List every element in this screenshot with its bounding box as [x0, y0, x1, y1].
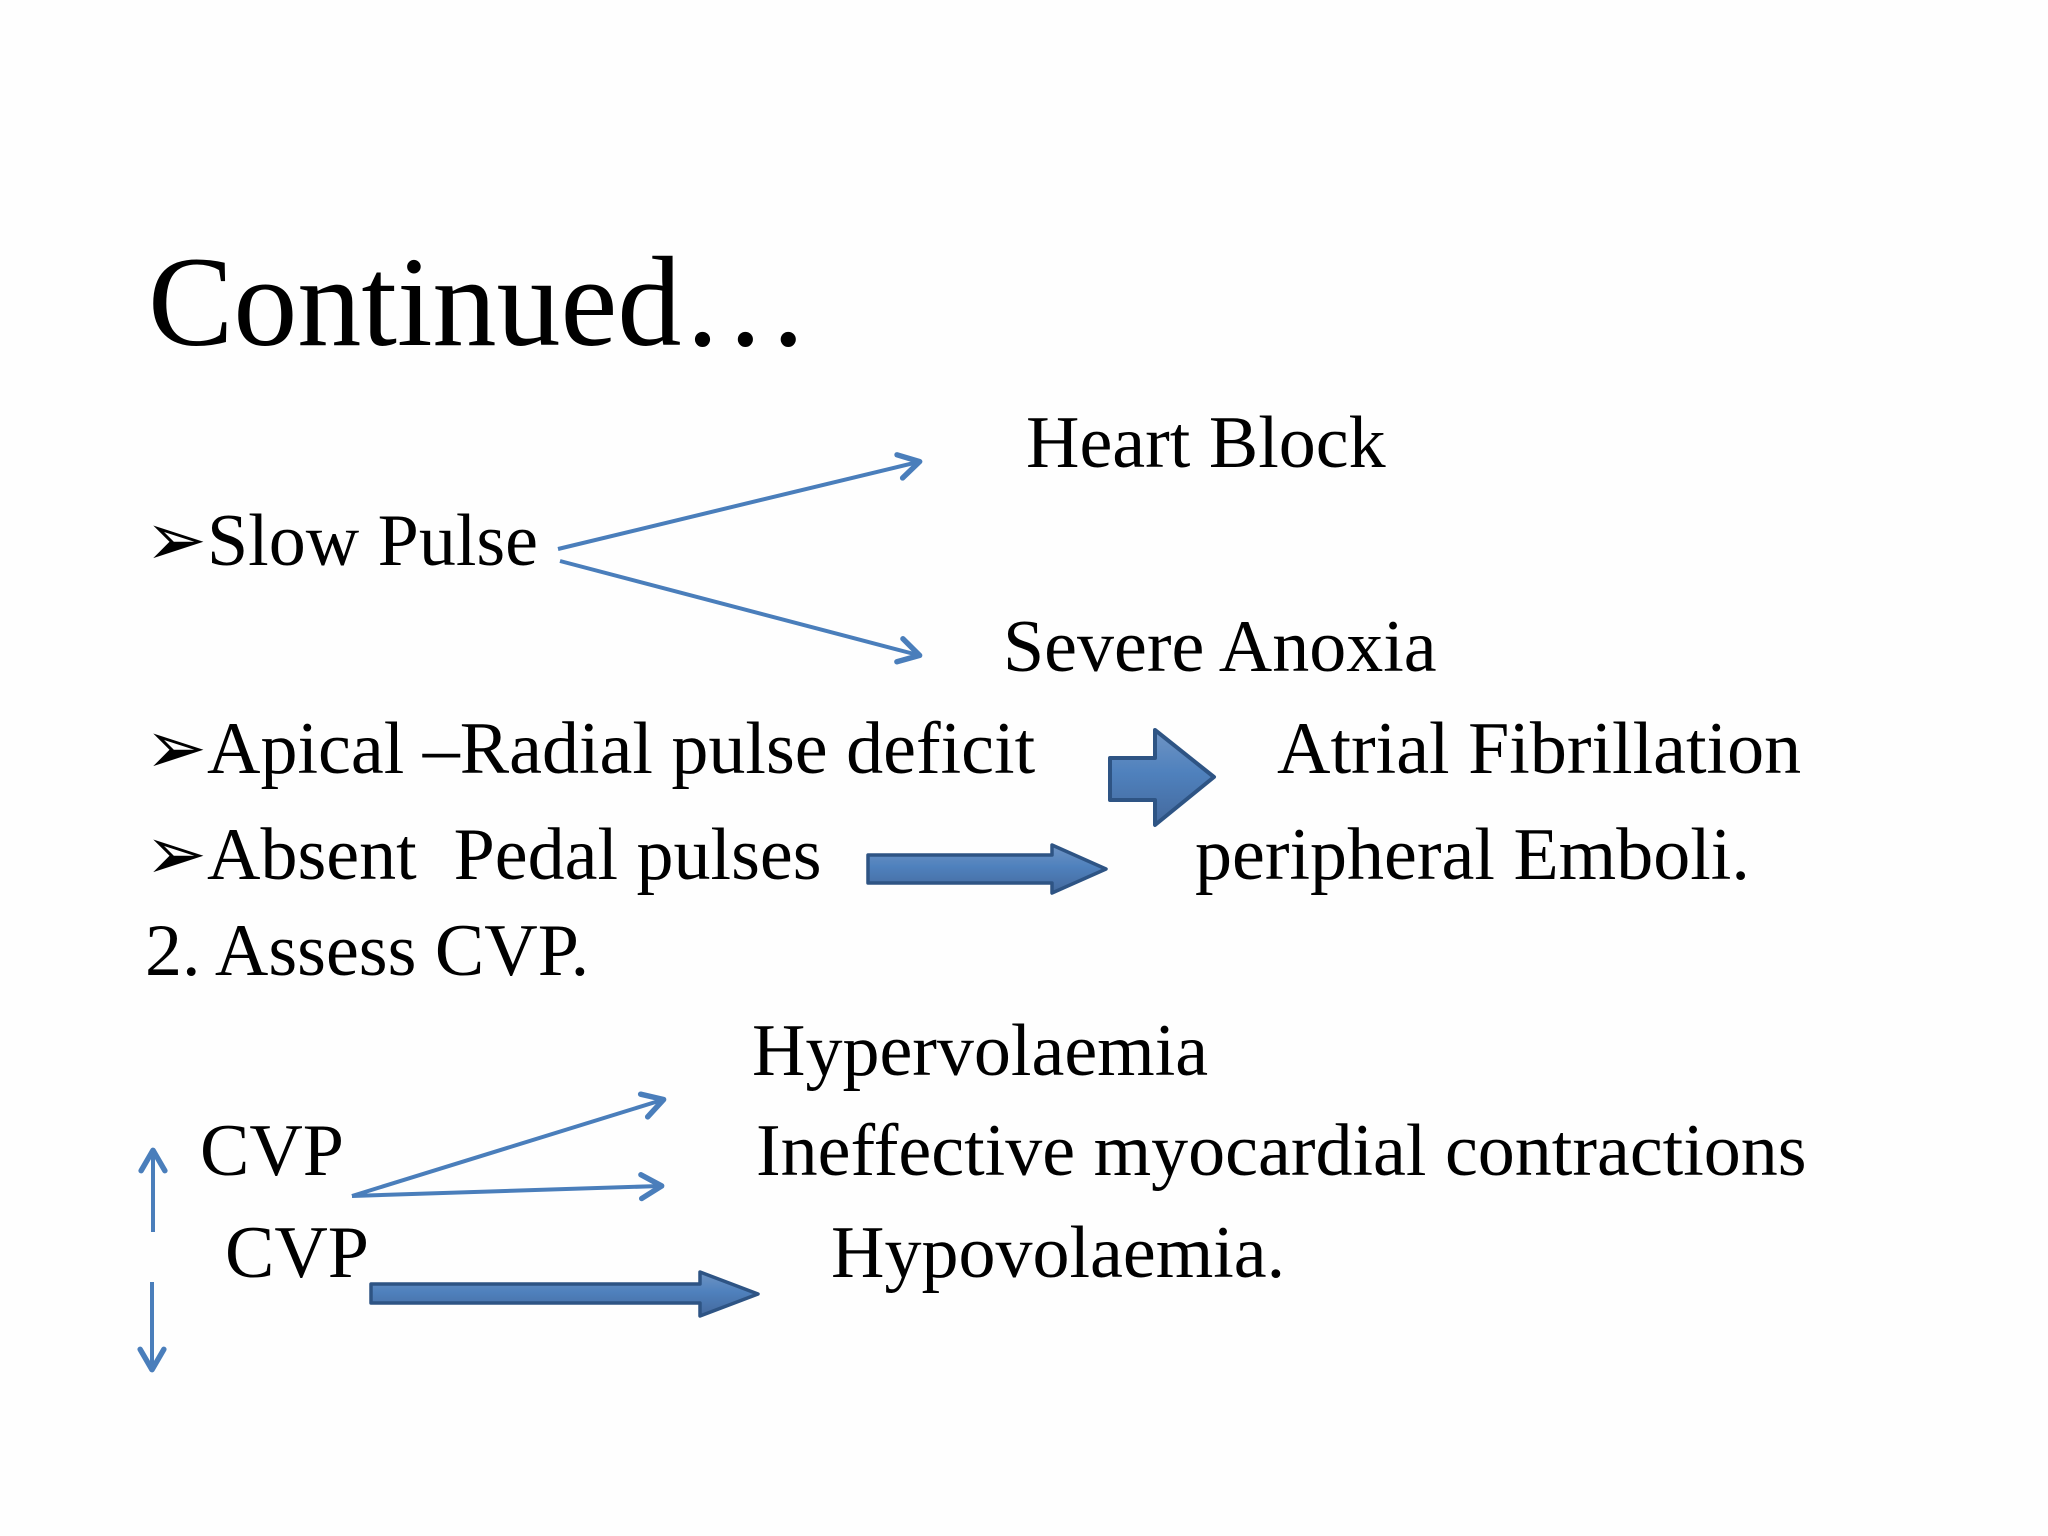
arrow-slow-pulse-to-heart-block [557, 452, 923, 551]
bullet-absent-pedal-pulses: ➢Absent Pedal pulses [145, 814, 822, 896]
item-assess-cvp: 2. Assess CVP. [145, 910, 590, 992]
slide-title: Continued… [148, 231, 810, 373]
label-cvp-raised: CVP [200, 1110, 344, 1192]
label-heart-block: Heart Block [1026, 402, 1386, 484]
arrow-cvp-to-hypovolaemia [369, 1270, 760, 1318]
label-cvp-lowered: CVP [225, 1212, 369, 1294]
arrow-cvp-to-ineffective [351, 1171, 665, 1202]
bullet-apical-radial-pulse-deficit: ➢Apical –Radial pulse deficit [145, 708, 1036, 790]
arrow-pedal-to-peripheral-emboli [866, 843, 1108, 895]
label-severe-anoxia: Severe Anoxia [1003, 606, 1437, 688]
label-ineffective-myocardial-contractions: Ineffective myocardial contractions [756, 1110, 1807, 1192]
arrow-deficit-to-atrial-fib [1108, 728, 1216, 827]
label-peripheral-emboli: peripheral Emboli. [1195, 814, 1750, 896]
arrow-cvp-to-hypervolaemia [351, 1091, 667, 1198]
bullet-slow-pulse: ➢Slow Pulse [145, 500, 539, 582]
label-hypervolaemia: Hypervolaemia [752, 1010, 1209, 1092]
arrow-slow-pulse-to-severe-anoxia [559, 559, 923, 665]
label-hypovolaemia: Hypovolaemia. [831, 1212, 1286, 1294]
label-atrial-fibrillation: Atrial Fibrillation [1277, 708, 1802, 790]
